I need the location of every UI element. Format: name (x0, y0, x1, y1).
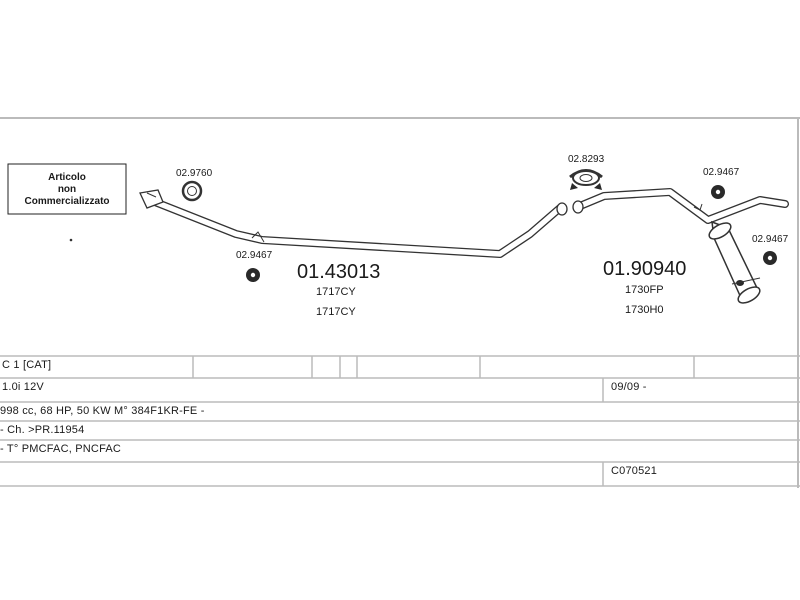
rear-silencer-code-2: 1730H0 (625, 304, 664, 316)
notice-line-3: Commercializzato (24, 196, 109, 207)
engine-cell: 1.0i 12V (2, 381, 44, 393)
spec-cell: 998 cc, 68 HP, 50 KW M° 384F1KR-FE - (0, 405, 205, 417)
chassis-cell: - Ch. >PR.11954 (0, 424, 85, 436)
rubber-mount-icon-right-top[interactable] (711, 185, 725, 199)
catalog-code-cell: C070521 (611, 465, 658, 477)
part-label-02-9467-right-top: 02.9467 (703, 167, 740, 178)
stray-dot (69, 238, 73, 242)
table-row-type: - T° PMCFAC, PNCFAC (0, 440, 800, 460)
pipe-clamp-icon[interactable] (569, 169, 603, 191)
table-row-engine: 1.0i 12V 09/09 - (0, 378, 800, 398)
rubber-mount-icon-right-side[interactable] (763, 251, 777, 265)
notice-line-1: Articolo (48, 172, 86, 183)
rear-silencer-number: 01.90940 (603, 258, 686, 280)
front-pipe-code-2: 1717CY (316, 306, 356, 318)
front-pipe-number: 01.43013 (297, 261, 380, 283)
date-cell: 09/09 - (611, 381, 647, 393)
front-pipe-code-1: 1717CY (316, 286, 356, 298)
rear-silencer-code-1: 1730FP (625, 284, 664, 296)
part-label-02-9467-right-side: 02.9467 (752, 234, 789, 245)
notice-line-2: non (58, 184, 76, 195)
part-label-02-8293: 02.8293 (568, 154, 605, 165)
gasket-ring-icon[interactable] (181, 180, 203, 202)
table-row-model: C 1 [CAT] (0, 356, 800, 376)
table-row-code: C070521 (0, 462, 800, 482)
spec-table-grid (0, 355, 800, 487)
model-cell: C 1 [CAT] (2, 359, 52, 371)
type-cell: - T° PMCFAC, PNCFAC (0, 443, 122, 455)
not-available-notice: Articolo non Commercializzato (7, 163, 127, 215)
front-pipe-part[interactable] (139, 189, 568, 258)
part-label-02-9467-left: 02.9467 (236, 250, 273, 261)
table-row-chassis: - Ch. >PR.11954 (0, 421, 800, 441)
part-label-02-9760: 02.9760 (176, 168, 213, 179)
table-row-spec: 998 cc, 68 HP, 50 KW M° 384F1KR-FE - (0, 402, 800, 422)
rear-silencer-part[interactable] (572, 188, 789, 306)
rubber-mount-icon-left[interactable] (246, 268, 260, 282)
